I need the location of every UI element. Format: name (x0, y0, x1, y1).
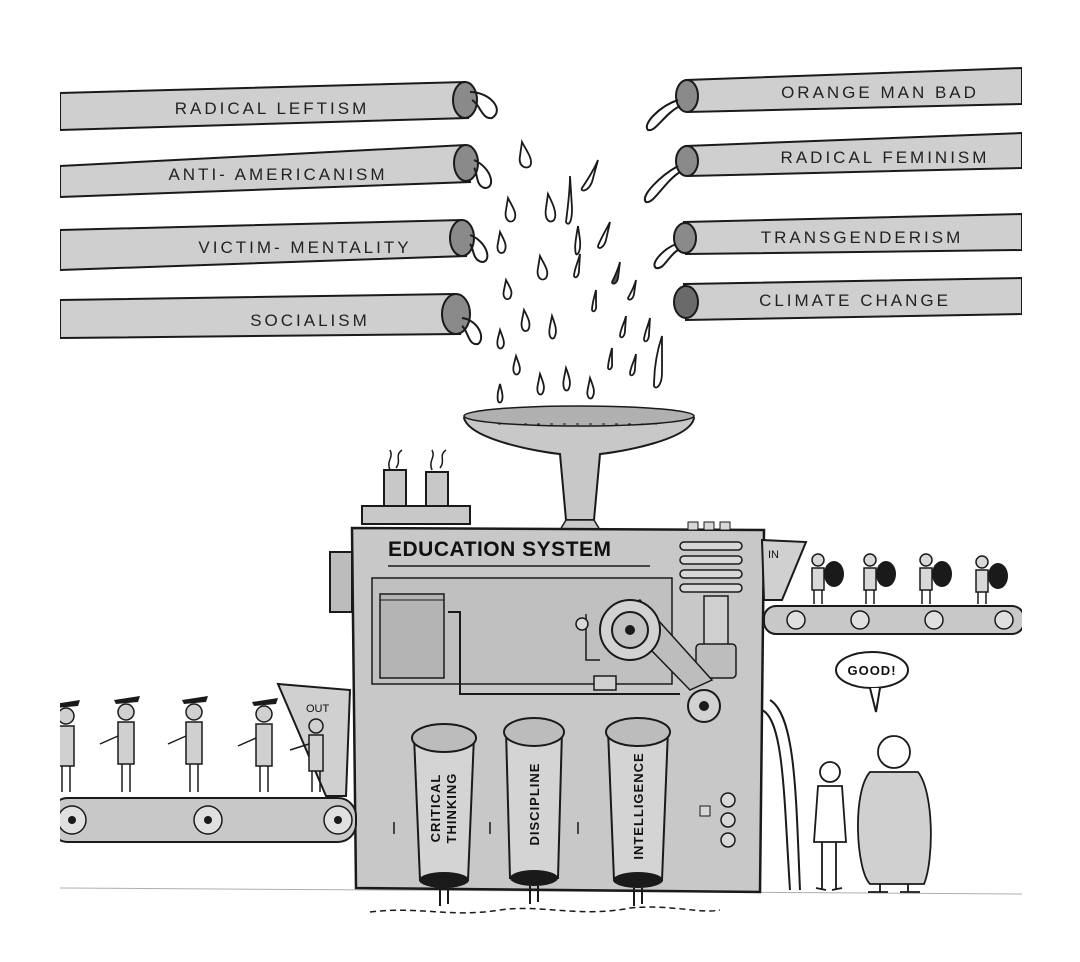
observers: GOOD! (813, 651, 932, 893)
pipe-label: SOCIALISM (250, 311, 370, 330)
cylinder-discipline: DISCIPLINE (503, 717, 565, 904)
funnel (462, 405, 696, 531)
input-conveyor: IN (760, 538, 1022, 635)
in-label: IN (768, 549, 779, 561)
speech-text: GOOD! (847, 663, 896, 678)
cylinder-label: CRITICAL (428, 774, 443, 843)
speech-bubble: GOOD! (835, 651, 909, 713)
pipe-right-4: CLIMATE CHANGE (673, 276, 1022, 322)
adult-figure (857, 735, 932, 893)
pipe-left-2: ANTI- AMERICANISM (60, 143, 493, 199)
pipe-right-3: TRANSGENDERISM (653, 212, 1022, 270)
gear-wheel (599, 599, 721, 723)
pipe-label: ORANGE MAN BAD (781, 83, 979, 102)
pipe-left-4: SOCIALISM (60, 292, 483, 346)
machine-coils (679, 521, 743, 593)
left-pipes: RADICAL LEFTISM ANTI- AMERICANISM VICTIM… (60, 80, 498, 346)
falling-drops (496, 139, 663, 404)
cylinder-intelligence: INTELLIGENCE (605, 717, 671, 906)
machine-cylinders: CRITICAL THINKING DISCIPLINE INTELLIGENC… (393, 717, 671, 906)
pipe-label: RADICAL FEMINISM (781, 148, 990, 167)
child-figure (813, 761, 847, 891)
pipe-label: RADICAL LEFTISM (175, 99, 370, 118)
cylinder-label: INTELLIGENCE (631, 752, 646, 859)
ground-debris (369, 906, 721, 914)
right-pipes: ORANGE MAN BAD RADICAL FEMINISM TRANSGEN… (643, 66, 1022, 322)
pipe-label: CLIMATE CHANGE (759, 291, 951, 310)
pipe-label: TRANSGENDERISM (761, 228, 964, 247)
out-label: OUT (306, 703, 330, 715)
pipe-right-2: RADICAL FEMINISM (643, 131, 1022, 204)
ground-line (60, 887, 1022, 895)
pipe-left-3: VICTIM- MENTALITY (60, 218, 489, 272)
pipe-label: ANTI- AMERICANISM (168, 165, 387, 184)
pipe-right-1: ORANGE MAN BAD (645, 66, 1022, 132)
output-conveyor: OUT (60, 682, 357, 843)
pipe-left-1: RADICAL LEFTISM (60, 80, 498, 132)
cylinder-label: THINKING (444, 773, 459, 844)
pipe-label: VICTIM- MENTALITY (198, 238, 411, 257)
machine-title: EDUCATION SYSTEM (388, 538, 611, 561)
cylinder-critical-thinking: CRITICAL THINKING (411, 723, 477, 906)
cylinder-label: DISCIPLINE (527, 763, 542, 846)
